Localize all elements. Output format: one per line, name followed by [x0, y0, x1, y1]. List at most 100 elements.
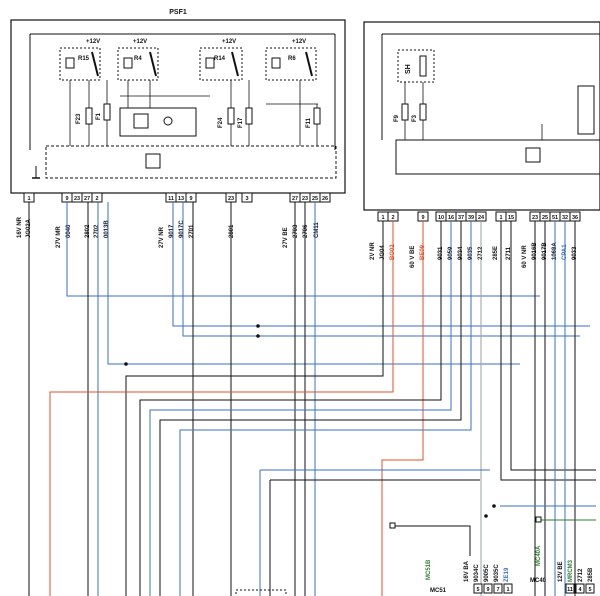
relay-name: R14 — [214, 56, 226, 62]
wire-label: 9034C — [474, 564, 480, 582]
wire-label: 9017C — [179, 220, 185, 238]
fuse-f11: F11 — [306, 107, 321, 128]
connector-label: 27V NR — [159, 226, 165, 248]
pin-label: 13 — [178, 196, 184, 202]
wire-label: ZE19 — [504, 567, 510, 582]
relay-voltage: +12V — [292, 39, 306, 45]
pin-label: 1 — [27, 196, 30, 202]
wire-label: 285E — [493, 246, 499, 260]
pin-label: 9 — [421, 215, 424, 221]
fuse-label: F24 — [218, 117, 224, 128]
wire-label: 9017 — [169, 224, 175, 238]
fuse-label: F3 — [412, 114, 418, 122]
pin-label: 36 — [572, 215, 578, 221]
pin-label: 32 — [562, 215, 568, 221]
fuse-f1: F1 — [96, 103, 111, 121]
pin-label: 11 — [567, 587, 573, 593]
connector-tag: MC40A — [536, 545, 542, 566]
pin-label: 23 — [228, 196, 234, 202]
relay-voltage: +12V — [86, 39, 100, 45]
wire-label: 0040 — [66, 224, 72, 238]
pin-label: 2 — [391, 215, 394, 221]
relay-name: R6 — [288, 56, 296, 62]
wire-label: 2703 — [293, 224, 299, 238]
pin-label: 37 — [458, 215, 464, 221]
pin-label: 25 — [312, 196, 318, 202]
fuse-label: F17 — [238, 117, 244, 128]
connector-label: 60 V NR — [522, 245, 528, 268]
pin-label: 9 — [65, 196, 68, 202]
connector-label: 16V NR — [17, 216, 23, 238]
wire-label: 285B — [588, 567, 594, 582]
psf1-title: PSF1 — [169, 9, 187, 16]
chip-icon — [145, 153, 161, 169]
wire-label: CM11 — [314, 222, 320, 238]
connector-label: 2V NR — [370, 242, 376, 260]
psf1-pin-row: 1 9 23 27 2 11 13 9 23 3 27 23 25 — [23, 192, 331, 203]
pin-label: 26 — [322, 196, 328, 202]
relay-r14: +12V R14 — [199, 39, 243, 81]
pin-label: 23 — [532, 215, 538, 221]
pin-label: 27 — [84, 196, 90, 202]
pin-label: 3 — [245, 196, 248, 202]
relay-r4: +12V R4 — [117, 39, 159, 81]
wire-label: 2702 — [94, 224, 100, 238]
partial-connector — [235, 589, 287, 596]
pin-label: 51 — [552, 215, 558, 221]
pin-label: 15 — [508, 215, 514, 221]
pin-label: 23 — [302, 196, 308, 202]
connector-tag: MC51B — [426, 559, 432, 580]
pin-label: 11 — [168, 196, 174, 202]
chip-icon — [525, 147, 541, 163]
relay-name: R15 — [78, 56, 90, 62]
wire-label: 2711 — [506, 246, 512, 260]
relay-r6: +12V R6 — [265, 39, 317, 81]
pin-label: 10 — [438, 215, 444, 221]
connector-label: 16V BA — [464, 560, 470, 582]
mc51-connector: MC51B MC51 16V BA 9034C 9005C 9035C ZE19… — [389, 522, 513, 594]
wire-label: 9035C — [494, 564, 500, 582]
mc40-connector: MC40A MC40 12V BE MRCM3 2712 285B 11 4 5 — [530, 516, 595, 594]
pin-label: 23 — [74, 196, 80, 202]
pin-label: 9 — [189, 196, 192, 202]
wire-label: 2801 — [229, 224, 235, 238]
wire-label: MRCM3 — [568, 559, 574, 582]
wire-label: 0013B — [104, 220, 110, 238]
right-wire-labels: 2V NR JG04 BG02 60 V BE BE09 9031 9059 9… — [370, 242, 578, 268]
pin-label: 5 — [588, 587, 591, 593]
pin-label: 25 — [542, 215, 548, 221]
connector-label: 60 V BE — [410, 246, 416, 268]
sensor-icon — [163, 116, 173, 126]
pin-label: 16 — [448, 215, 454, 221]
relay-voltage: +12V — [133, 39, 147, 45]
pin-label: 7 — [496, 587, 499, 593]
pin-label: 5 — [476, 587, 479, 593]
pin-label: 1 — [506, 587, 509, 593]
fuse-label: F11 — [306, 117, 312, 128]
pin-label: 2 — [95, 196, 98, 202]
pin-label: 1 — [381, 215, 384, 221]
psf1-wire-labels: 16V NR JG02A 27V MR 0040 2802 2702 0013B… — [17, 216, 320, 248]
fuse-f23: F23 — [76, 107, 93, 125]
fuse-label: F1 — [96, 112, 102, 120]
pin-label: 1 — [499, 215, 502, 221]
fuse-label: F23 — [76, 113, 82, 124]
pin-label: 24 — [478, 215, 485, 221]
relay-r15: +12V R15 — [59, 39, 101, 81]
wire-harness — [28, 202, 596, 596]
psf1-box: PSF1 +12V R15 +12V R4 +12V R14 — [10, 9, 346, 203]
relay-voltage: +12V — [222, 39, 236, 45]
junction-dots — [124, 324, 496, 518]
wire-label: 2712 — [578, 568, 584, 582]
connector-label: 12V BE — [558, 561, 564, 582]
pin-label: 27 — [292, 196, 298, 202]
fuse-label: F9 — [394, 114, 400, 122]
module-label: SH — [405, 64, 412, 74]
right-pin-row: 1 2 9 10 16 37 39 24 1 15 23 25 51 — [377, 211, 581, 222]
pin-label: 9 — [486, 587, 489, 593]
pin-label: 39 — [468, 215, 474, 221]
relay-name: R4 — [134, 56, 142, 62]
wire-label: 2701 — [189, 224, 195, 238]
connector-name: MC40 — [530, 578, 547, 584]
